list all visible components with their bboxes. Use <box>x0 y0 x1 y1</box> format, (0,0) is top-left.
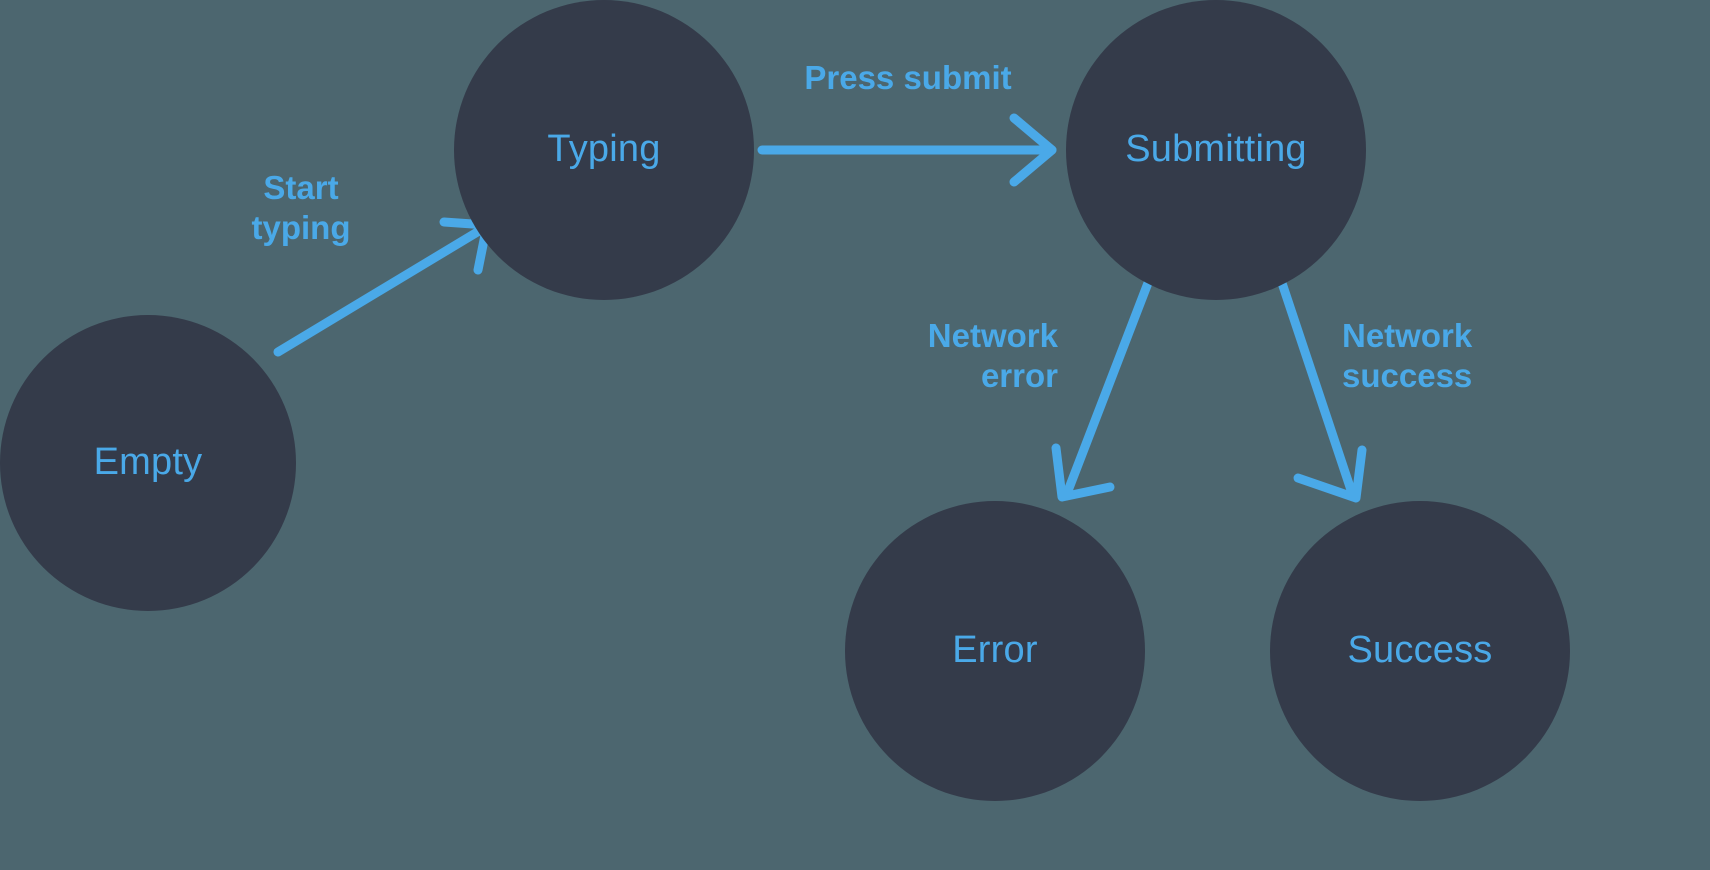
transition-label-network-error: Network error <box>927 317 1058 395</box>
transition-label-press-submit: Press submit <box>804 59 1012 96</box>
arrow-shaft-start-typing <box>273 223 489 357</box>
arrowhead-network-error <box>1051 443 1115 502</box>
state-label-typing: Typing <box>547 128 661 171</box>
arrow-shaft-network-error <box>1061 278 1153 501</box>
transition-arrow-press-submit <box>757 113 1057 187</box>
transition-arrow-network-success <box>1277 278 1367 503</box>
state-node-typing[interactable]: Typing <box>454 0 754 300</box>
state-node-submitting[interactable]: Submitting <box>1066 0 1366 300</box>
transition-label-network-success: Network success <box>1342 317 1473 395</box>
state-label-error: Error <box>952 629 1038 672</box>
transition-arrow-network-error <box>1051 278 1153 502</box>
arrowhead-network-success <box>1293 445 1367 503</box>
state-node-error[interactable]: Error <box>845 501 1145 801</box>
state-label-empty: Empty <box>93 441 203 484</box>
state-node-empty[interactable]: Empty <box>0 315 296 611</box>
transition-label-start-typing: Start typing <box>251 169 351 247</box>
state-label-submitting: Submitting <box>1125 128 1307 171</box>
arrowhead-press-submit <box>1009 113 1057 187</box>
state-node-success[interactable]: Success <box>1270 501 1570 801</box>
state-label-success: Success <box>1347 629 1493 672</box>
arrow-shaft-network-success <box>1277 278 1358 501</box>
